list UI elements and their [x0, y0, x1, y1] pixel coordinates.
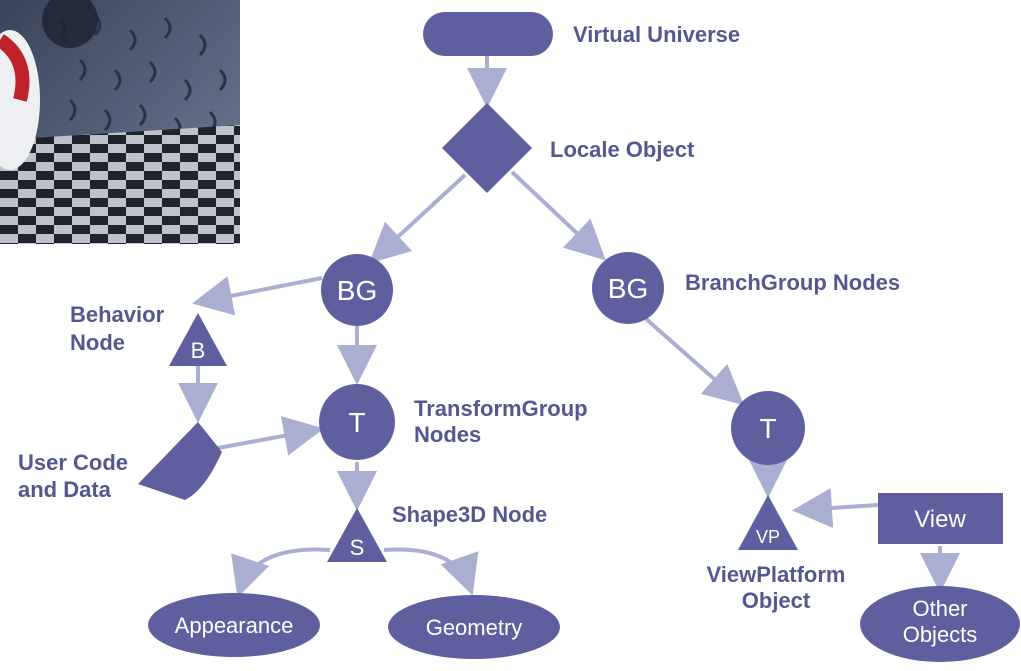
view-label: View	[914, 506, 966, 533]
appearance-node	[148, 593, 320, 657]
usercode-label-line1: User Code	[18, 450, 128, 475]
edge-usercode-t	[217, 416, 324, 456]
other-objects-label-line1: Other	[912, 596, 967, 621]
viewplatform-node	[738, 495, 798, 550]
virtual-universe-node	[423, 12, 553, 56]
edge-shape3d-appearance	[231, 547, 331, 598]
bg-right-symbol: BG	[608, 273, 648, 304]
t-left-node	[319, 384, 395, 460]
viewplatform-label-line1: ViewPlatform	[707, 562, 846, 587]
t-right-symbol: T	[759, 413, 776, 444]
shape3d-label: Shape3D Node	[392, 502, 547, 527]
usercode-node	[138, 422, 222, 500]
edge-locale-bg-right	[510, 170, 606, 261]
t-left-symbol: T	[348, 407, 365, 438]
behavior-label-line1: Behavior	[70, 302, 165, 327]
shape3d-symbol: S	[350, 535, 365, 560]
view-node	[878, 493, 1003, 544]
shape3d-node	[327, 508, 387, 562]
behavior-node	[169, 313, 227, 366]
bg-left-node	[321, 254, 393, 326]
geometry-node	[388, 595, 560, 659]
other-objects-node	[860, 586, 1020, 662]
render-photo	[0, 0, 240, 244]
transformgroup-label-line1: TransformGroup	[414, 396, 588, 421]
locale-node	[442, 103, 532, 193]
behavior-label-line2: Node	[70, 330, 125, 355]
edge-bg-t-right	[643, 316, 745, 406]
other-objects-label-line2: Objects	[903, 622, 978, 647]
edge-shape3d-geometry	[383, 547, 479, 596]
usercode-label-line2: and Data	[18, 477, 112, 502]
appearance-label: Appearance	[175, 613, 294, 638]
t-right-node	[731, 391, 805, 465]
transformgroup-label-line2: Nodes	[414, 422, 481, 447]
edges	[178, 56, 960, 598]
branchgroup-label: BranchGroup Nodes	[685, 270, 900, 295]
geometry-label: Geometry	[426, 615, 523, 640]
bg-right-node	[592, 252, 664, 324]
edge-bg-behavior	[192, 276, 323, 316]
viewplatform-label-line2: Object	[742, 588, 811, 613]
viewplatform-symbol: VP	[756, 527, 780, 547]
virtual-universe-label: Virtual Universe	[573, 22, 740, 47]
bg-left-symbol: BG	[337, 275, 377, 306]
edge-view-vp	[792, 487, 879, 528]
behavior-symbol: B	[191, 338, 206, 363]
locale-label: Locale Object	[550, 137, 695, 162]
edge-locale-bg-left	[369, 173, 467, 264]
